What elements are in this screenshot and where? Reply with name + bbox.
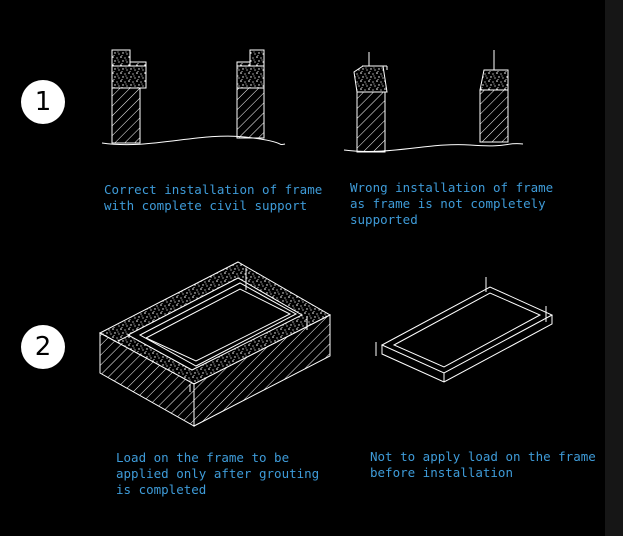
caption-line: Not to apply load on the frame — [370, 449, 596, 464]
caption-line: as frame is not completely — [350, 196, 546, 211]
caption-line: is completed — [116, 482, 207, 497]
wrong-installation-figure — [343, 50, 524, 153]
caption-line: supported — [350, 212, 418, 227]
correct-installation-caption: Correct installation of frame with compl… — [104, 182, 322, 214]
grouted-frame-figure — [98, 261, 332, 427]
no-load-before-installation-caption: Not to apply load on the frame before in… — [370, 449, 596, 481]
caption-line: applied only after grouting — [116, 466, 320, 481]
caption-line: before installation — [370, 465, 513, 480]
caption-line: Load on the frame to be — [116, 450, 290, 465]
bare-frame-figure — [375, 277, 554, 383]
right-edge-strip — [605, 0, 623, 536]
wrong-installation-caption: Wrong installation of frame as frame is … — [350, 180, 553, 228]
caption-line: Wrong installation of frame — [350, 180, 554, 195]
correct-installation-figure — [101, 49, 286, 146]
load-after-grouting-caption: Load on the frame to be applied only aft… — [116, 450, 319, 498]
caption-line: Correct installation of frame — [104, 182, 323, 197]
step-2-badge: 2 — [21, 325, 65, 369]
step-1-badge: 1 — [21, 80, 65, 124]
caption-line: with complete civil support — [104, 198, 308, 213]
